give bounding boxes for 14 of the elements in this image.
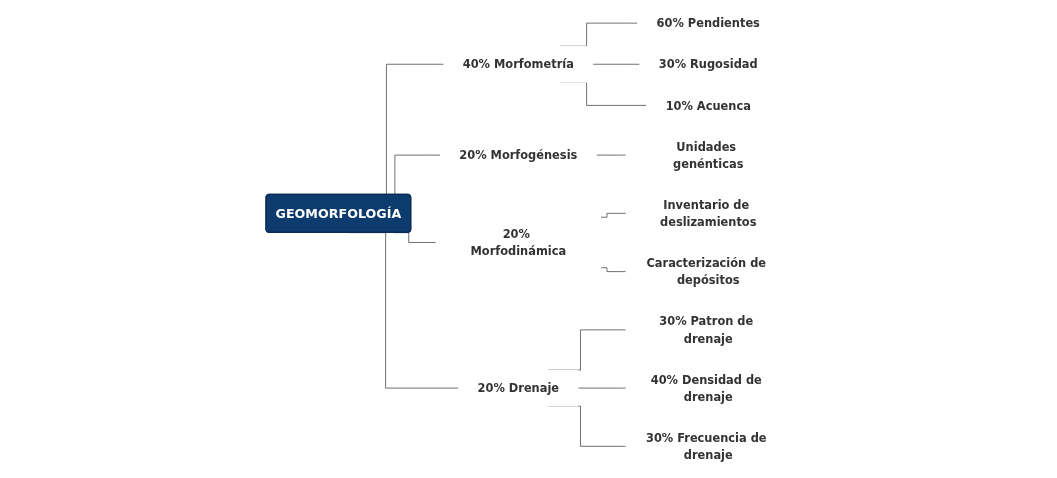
node-text: 20% Morfodinámica — [470, 227, 567, 258]
node-text: 30% Patron de drenaje — [659, 314, 754, 346]
node-text: 10% Acuenca — [665, 98, 752, 113]
node-text: Unidades genénticas — [673, 139, 744, 171]
node-text: 40% Densidad de drenaje — [650, 372, 762, 404]
node-text: 20% Morfogénesis — [459, 148, 578, 162]
connector — [600, 213, 627, 218]
node-text: Inventario de deslizamientos — [660, 198, 757, 229]
connector — [592, 63, 641, 65]
connector — [600, 267, 627, 272]
node-text: Caracterización de depósitos — [646, 256, 767, 287]
node-text: 60% Pendientes — [656, 16, 761, 30]
node-text: 30% Frecuencia de drenaje — [646, 431, 767, 462]
node-text: 30% Rugosidad — [659, 57, 758, 71]
